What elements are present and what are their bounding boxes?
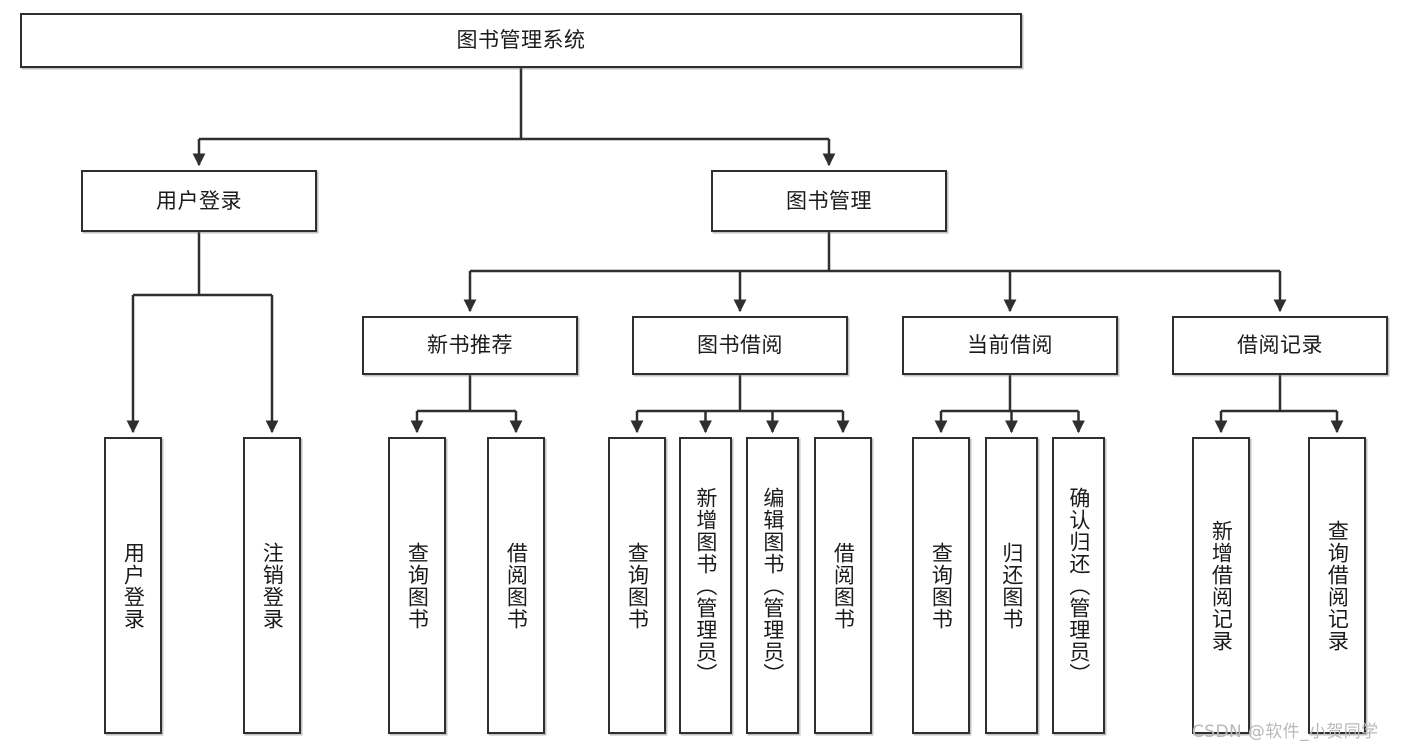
node-label-leaf-user-login: 用户登录: [121, 541, 146, 630]
node-new-book-recommend[interactable]: 新书推荐: [362, 316, 578, 375]
node-current-borrow[interactable]: 当前借阅: [902, 316, 1118, 375]
node-book-borrow[interactable]: 图书借阅: [632, 316, 848, 375]
node-label-leaf-query-book-borrow: 查询图书: [625, 541, 650, 630]
node-borrow-record[interactable]: 借阅记录: [1172, 316, 1388, 375]
node-label-leaf-borrow-book: 借阅图书: [831, 541, 856, 630]
node-label-leaf-add-borrow-record: 新增借阅记录: [1209, 519, 1234, 652]
node-leaf-add-borrow-record[interactable]: 新增借阅记录: [1192, 437, 1250, 734]
node-label-new-book-recommend: 新书推荐: [427, 333, 513, 358]
node-leaf-query-book-borrow[interactable]: 查询图书: [608, 437, 666, 734]
node-leaf-borrow-book-rec[interactable]: 借阅图书: [487, 437, 545, 734]
node-root[interactable]: 图书管理系统: [20, 13, 1022, 68]
node-leaf-borrow-book[interactable]: 借阅图书: [814, 437, 872, 734]
node-label-leaf-logout: 注销登录: [260, 541, 285, 630]
node-leaf-query-book-current[interactable]: 查询图书: [912, 437, 970, 734]
node-leaf-logout[interactable]: 注销登录: [243, 437, 301, 734]
csdn-watermark: CSDN @软件_小贺同学: [1192, 722, 1379, 742]
node-leaf-edit-book[interactable]: 编辑图书（管理员）: [746, 437, 799, 734]
node-label-leaf-return-book: 归还图书: [999, 541, 1024, 630]
node-label-leaf-query-borrow-record: 查询借阅记录: [1325, 519, 1350, 652]
node-leaf-user-login[interactable]: 用户登录: [104, 437, 162, 734]
node-label-leaf-confirm-return: 确认归还（管理员）: [1066, 486, 1091, 685]
node-label-leaf-query-book-current: 查询图书: [929, 541, 954, 630]
node-label-leaf-borrow-book-rec: 借阅图书: [504, 541, 529, 630]
node-leaf-query-book-rec[interactable]: 查询图书: [388, 437, 446, 734]
node-label-leaf-query-book-rec: 查询图书: [405, 541, 430, 630]
node-label-user-login: 用户登录: [156, 188, 242, 213]
node-label-root: 图书管理系统: [456, 28, 586, 53]
node-leaf-query-borrow-record[interactable]: 查询借阅记录: [1308, 437, 1366, 734]
node-leaf-return-book[interactable]: 归还图书: [985, 437, 1038, 734]
node-book-manage[interactable]: 图书管理: [711, 170, 947, 232]
node-label-leaf-edit-book: 编辑图书（管理员）: [760, 486, 785, 685]
node-label-borrow-record: 借阅记录: [1237, 333, 1323, 358]
node-label-leaf-add-book: 新增图书（管理员）: [693, 486, 718, 685]
node-label-current-borrow: 当前借阅: [967, 333, 1053, 358]
node-leaf-add-book[interactable]: 新增图书（管理员）: [679, 437, 732, 734]
node-leaf-confirm-return[interactable]: 确认归还（管理员）: [1052, 437, 1105, 734]
node-label-book-borrow: 图书借阅: [697, 333, 783, 358]
node-user-login[interactable]: 用户登录: [81, 170, 317, 232]
node-label-book-manage: 图书管理: [786, 188, 872, 213]
